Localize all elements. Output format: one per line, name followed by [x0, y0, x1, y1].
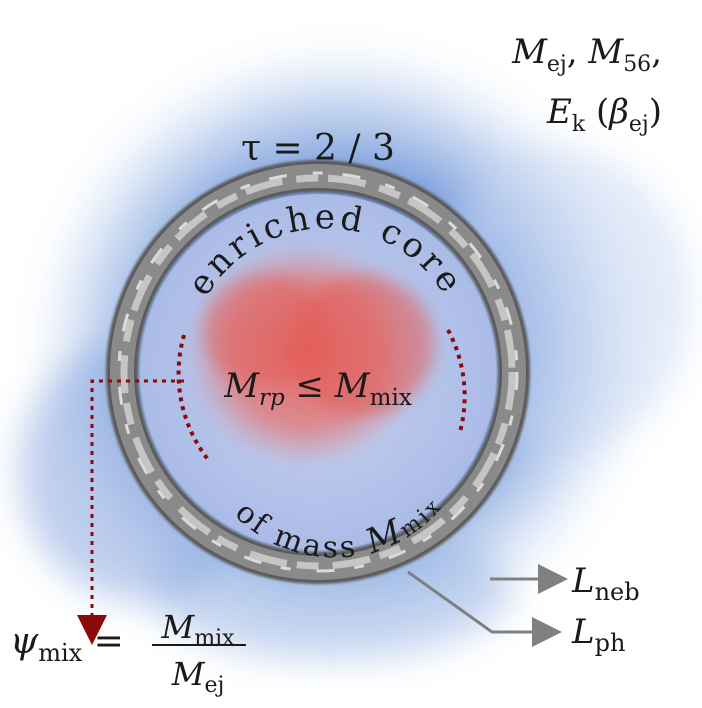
mass-condition-label: Mrp ≤ Mmix — [223, 366, 412, 411]
photosphere-label: τ = 2 / 3 — [241, 128, 395, 169]
luminosity-ph-label: Lph — [571, 612, 625, 657]
enriched-core — [140, 194, 496, 550]
svg-text:Mmix: Mmix — [160, 608, 235, 651]
psi-formula: ψmix = Mmix Mej — [10, 608, 246, 698]
mixing-boundary — [77, 329, 467, 645]
params-line-2: Ek (βej) — [546, 92, 662, 137]
svg-text:Mej: Mej — [171, 655, 225, 698]
arrow-ph — [407, 570, 562, 647]
luminosity-neb-label: Lneb — [571, 561, 640, 606]
params-line-1: Mej, M56, — [511, 32, 662, 77]
photosphere-ring — [106, 160, 530, 584]
mixing-pointer — [77, 379, 184, 645]
luminosity-arrows — [407, 564, 568, 647]
svg-text:ψmix =: ψmix = — [10, 621, 124, 667]
